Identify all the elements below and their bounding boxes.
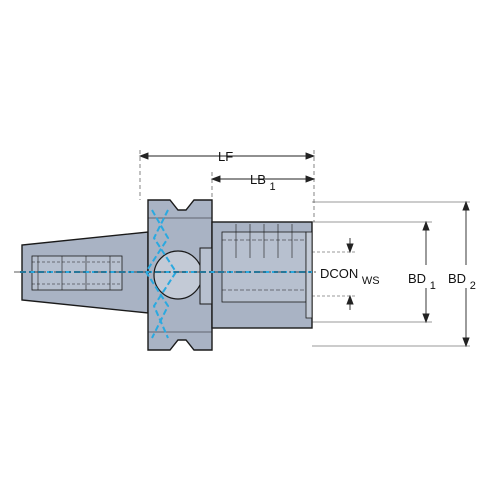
lb1-main: LB (250, 172, 266, 187)
bd1-dimension (422, 220, 430, 324)
lf-dimension (138, 152, 316, 160)
bd2-sub: 2 (470, 280, 476, 292)
tool-holder-body (21, 199, 313, 351)
bd1-main: BD (408, 271, 426, 286)
dcon-sub: WS (362, 275, 380, 287)
dcon-main: DCON (320, 266, 358, 281)
bd1-sub: 1 (430, 280, 436, 292)
lb1-dimension (210, 175, 316, 183)
dcon-dimension (346, 238, 354, 310)
bd2-dimension (462, 200, 470, 348)
lf-label: LF (218, 149, 233, 164)
end-face (305, 231, 313, 319)
bd2-main: BD (448, 271, 466, 286)
bd1-label: BD 1 (408, 271, 436, 292)
lb1-sub: 1 (270, 181, 276, 193)
bore-thread-lines (222, 224, 306, 291)
dcon-label: DCON WS (320, 266, 380, 287)
ball-knob (153, 250, 203, 300)
lb1-label: LB 1 (250, 172, 276, 193)
extension-lines (139, 150, 470, 347)
bd2-label: BD 2 (448, 271, 476, 292)
